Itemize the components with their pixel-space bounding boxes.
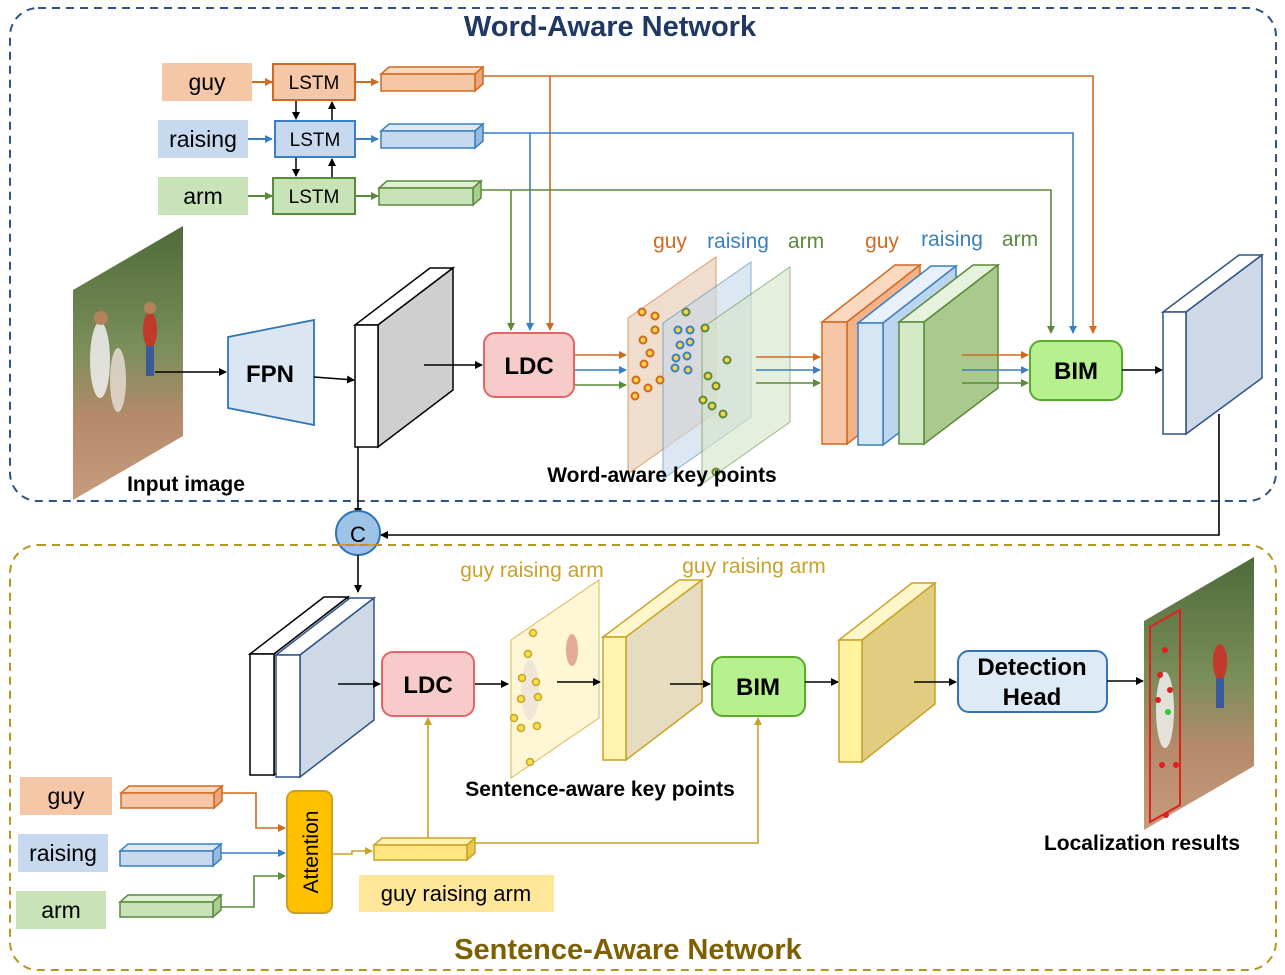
lstm-guy <box>272 63 356 101</box>
fpn-block <box>227 318 315 427</box>
s-word-guy: guy <box>47 783 85 809</box>
s-word-arm: arm <box>41 897 81 923</box>
lstm-arm <box>272 177 356 215</box>
sentence-label-box <box>359 875 554 912</box>
embedding-raising <box>379 122 485 150</box>
lstm-raising-label: LSTM <box>290 130 341 151</box>
sentence-keypoints <box>509 628 543 767</box>
input-image-caption: Input image <box>127 473 245 496</box>
keypoints-raising <box>670 325 695 375</box>
attention-label: Attention <box>300 811 323 894</box>
concat-feature-stack <box>247 595 377 779</box>
feature-stack-arm <box>896 263 1001 446</box>
s-word-box-guy <box>20 777 112 815</box>
result-caption: Localization results <box>1044 832 1240 855</box>
plane-label-guy: guy <box>653 230 687 253</box>
lstm-guy-label: LSTM <box>289 73 340 94</box>
plane-label-arm: arm <box>788 230 824 253</box>
bim-sentence <box>711 656 806 717</box>
sentence-keypoints-caption: Sentence-aware key points <box>465 778 735 801</box>
word-box-arm <box>158 177 248 215</box>
sentence-aware-region <box>9 544 1277 971</box>
word-arm: arm <box>183 183 223 209</box>
sentence-feature-label: guy raising arm <box>682 555 826 578</box>
ldc-word-label: LDC <box>504 353 553 380</box>
bim-sentence-label: BIM <box>736 674 780 701</box>
sentence-embedding <box>372 836 477 862</box>
keypoints-guy <box>630 307 665 401</box>
ldc-word <box>483 332 575 398</box>
word-raising: raising <box>169 126 237 152</box>
ldc-sentence <box>381 651 475 717</box>
sentence-plane-label: guy raising arm <box>460 559 604 582</box>
input-image <box>73 226 183 500</box>
keypoint-plane-arm <box>701 266 791 485</box>
word-output-feature <box>1160 253 1265 436</box>
word-aware-region <box>9 7 1277 502</box>
lstm-arm-label: LSTM <box>289 187 340 208</box>
detection-head-line2: Head <box>1003 684 1062 711</box>
word-aware-title: Word-Aware Network <box>464 11 757 43</box>
word-guy: guy <box>188 69 226 95</box>
s-word-box-arm <box>16 891 106 929</box>
embedding-guy <box>379 65 485 93</box>
stack-label-arm: arm <box>1002 228 1038 251</box>
s-embedding-guy <box>119 784 224 810</box>
embedding-arm <box>377 179 483 207</box>
plane-label-raising: raising <box>707 230 769 253</box>
fpn-feature-map <box>352 266 456 449</box>
concat-label: C <box>350 522 366 547</box>
word-keypoints-caption: Word-aware key points <box>547 464 777 487</box>
result-image <box>1144 557 1254 830</box>
stack-label-raising: raising <box>921 228 983 251</box>
sentence-output-feature <box>836 581 938 764</box>
keypoints-arm <box>681 307 732 477</box>
s-word-box-raising <box>18 834 108 872</box>
s-word-raising: raising <box>29 840 97 866</box>
lstm-raising <box>274 120 356 158</box>
s-embedding-arm <box>118 893 223 919</box>
word-box-raising <box>158 120 248 158</box>
s-embedding-raising <box>118 842 223 868</box>
fpn-label: FPN <box>246 361 294 388</box>
attention-block <box>286 790 333 914</box>
stack-label-guy: guy <box>865 230 899 253</box>
sentence-aware-title: Sentence-Aware Network <box>454 934 802 966</box>
sentence-feature-map <box>600 578 705 762</box>
ldc-sentence-label: LDC <box>403 672 452 699</box>
detection-head-line1: Detection <box>977 654 1086 681</box>
sentence-label: guy raising arm <box>381 881 531 906</box>
word-box-guy <box>162 63 252 101</box>
bim-word-label: BIM <box>1054 358 1098 385</box>
